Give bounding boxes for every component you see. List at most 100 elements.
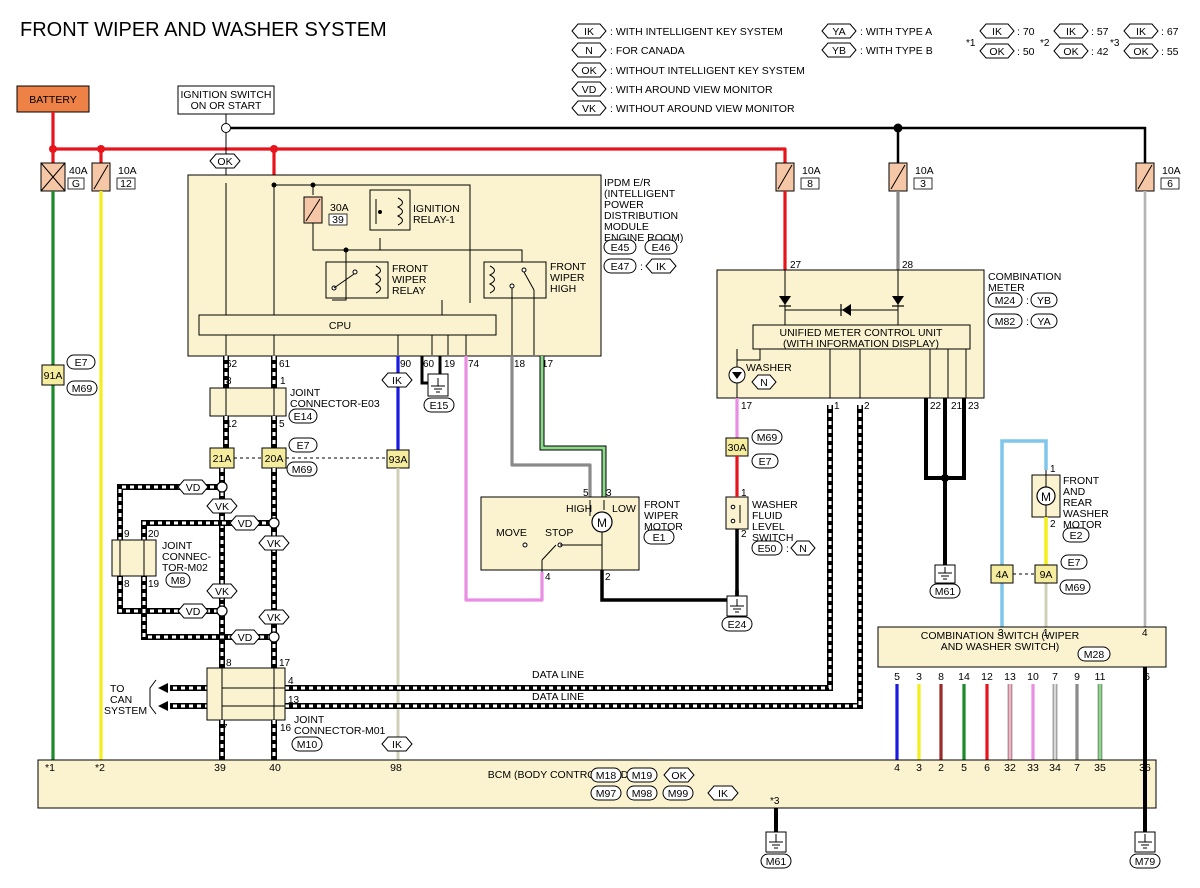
pin-number: 11 xyxy=(1095,671,1106,683)
pin-number: 7 xyxy=(1052,671,1058,683)
pin-number: 1 xyxy=(741,488,747,499)
bcm-pin-number: 39 xyxy=(214,762,226,774)
connector-id: E7 xyxy=(75,357,88,369)
legend-n: N : FOR CANADA xyxy=(571,42,685,58)
joint-label: JOINT xyxy=(294,714,325,726)
relay-label: RELAY xyxy=(392,285,426,297)
pin-number: 4 xyxy=(288,676,294,687)
connector-id: E1 xyxy=(653,532,666,544)
pin-number: 20 xyxy=(148,529,160,540)
ground-tag: E15 xyxy=(430,400,449,412)
legend-code: N xyxy=(585,45,593,57)
pin-number: 8 xyxy=(938,671,944,683)
code-tag: OK xyxy=(671,770,686,782)
pin-number: 4 xyxy=(545,572,551,583)
connector-id: M69 xyxy=(1065,582,1086,594)
ignition-label: ON OR START xyxy=(191,100,262,112)
bcm-pin-number: *2 xyxy=(95,762,105,774)
inline-tag: 93A xyxy=(389,454,408,466)
code-tag: VK xyxy=(267,612,281,624)
code-tag: IK xyxy=(392,375,402,387)
ignition-label: IGNITION SWITCH xyxy=(181,89,272,101)
legend-text: : WITH INTELLIGENT KEY SYSTEM xyxy=(610,26,783,38)
pin-number: 9 xyxy=(1074,671,1080,683)
code-tag: IK xyxy=(718,788,728,800)
washer-fluid-level-switch: 30A M69 E7 1 2 WASHER FLUID LEVEL SWITCH… xyxy=(725,429,816,556)
motor-stop-label: STOP xyxy=(545,527,573,539)
code-tag: IK xyxy=(392,739,402,751)
bcm-pin-number: 35 xyxy=(1094,762,1106,774)
pin-number: 2 xyxy=(741,529,747,540)
code-tag: VD xyxy=(186,482,201,494)
front-wiper-motor: FRONT WIPER MOTOR E1 HIGH LOW MOVE STOP … xyxy=(480,488,683,583)
ipdm-label: MODULE xyxy=(604,221,649,233)
fuse-amp: 10A xyxy=(802,165,821,177)
pin-number: 12 xyxy=(981,671,993,683)
inline-tag: 91A xyxy=(44,370,63,382)
battery: BATTERY xyxy=(16,85,90,113)
legend-ik: IK : WITH INTELLIGENT KEY SYSTEM xyxy=(571,23,783,39)
legend-code: VD xyxy=(582,84,597,96)
relay-label: WIPER xyxy=(392,274,427,286)
note-3: *3 IK : 67 OK : 55 xyxy=(1110,23,1179,59)
switch-label: FLUID xyxy=(752,510,783,522)
legend-text: : WITHOUT AROUND VIEW MONITOR xyxy=(610,103,795,115)
bcm-pin-number: 4 xyxy=(894,762,900,774)
connector-id: M82 xyxy=(995,316,1016,328)
umcu-label: UNIFIED METER CONTROL UNIT xyxy=(780,327,944,339)
relay-label: HIGH xyxy=(550,283,576,295)
ipdm-label: DISTRIBUTION xyxy=(604,210,678,222)
fuse-id: 39 xyxy=(332,214,344,226)
ipdm-label: POWER xyxy=(604,199,644,211)
pin-number: 27 xyxy=(790,260,802,271)
pin-number: 18 xyxy=(514,359,526,370)
bcm-pin-number: 6 xyxy=(984,762,990,774)
note-2: *2 IK : 57 OK : 42 xyxy=(1040,23,1109,59)
joint-label: CONNECTOR-M01 xyxy=(294,725,386,737)
connector-id: E7 xyxy=(759,456,772,468)
ground-m79: M79 xyxy=(1129,831,1161,869)
code-tag: VD xyxy=(238,632,253,644)
note-1: *1 IK : 70 OK : 50 xyxy=(966,23,1035,59)
pin-number: 62 xyxy=(226,359,238,370)
code-tag: YA xyxy=(1037,316,1050,328)
pin-number: 60 xyxy=(423,359,435,370)
connector-id: M10 xyxy=(297,739,318,751)
pin-number: 1 xyxy=(1050,464,1056,475)
ground-e15: E15 xyxy=(420,356,455,413)
joint-connector-e03: 8 1 12 5 JOINT CONNECTOR-E03 E14 xyxy=(209,376,380,430)
joint-label: JOINT xyxy=(162,540,193,552)
note-value: : 70 xyxy=(1017,26,1035,38)
connector-id: M8 xyxy=(171,575,186,587)
connector-id: M69 xyxy=(292,464,313,476)
legend-text: : FOR CANADA xyxy=(610,45,685,57)
switch-label: LEVEL xyxy=(752,521,785,533)
pin-number: 2 xyxy=(864,401,870,412)
connector-id: E47 xyxy=(611,261,630,273)
motor-high-label: HIGH xyxy=(566,503,592,515)
connector-id: M18 xyxy=(596,770,617,782)
note-mark: *2 xyxy=(1040,38,1050,49)
legend: IK : WITH INTELLIGENT KEY SYSTEM N : FOR… xyxy=(571,23,1179,116)
fuse-10a-6: 10A 6 xyxy=(1135,162,1181,192)
legend-yb: YB : WITH TYPE B xyxy=(821,42,933,58)
inline-connector-91a: 91A E7 M69 xyxy=(41,354,98,396)
legend-text: : WITH TYPE A xyxy=(860,26,932,38)
note-code: OK xyxy=(989,46,1004,58)
bcm-pin-number: 40 xyxy=(269,762,281,774)
note-value: : 55 xyxy=(1161,46,1179,58)
note-code: OK xyxy=(1063,46,1078,58)
pin-number: 10 xyxy=(1027,671,1039,683)
code-tag: VD xyxy=(186,606,201,618)
data-line-label: DATA LINE xyxy=(532,669,584,681)
pin-number: 4 xyxy=(1142,628,1148,639)
legend-code: YA xyxy=(832,26,845,38)
connector-id: M97 xyxy=(596,788,617,800)
cpu-label: CPU xyxy=(329,320,351,332)
washer-indicator-label: WASHER xyxy=(746,362,792,374)
meter-label: METER xyxy=(988,282,1025,294)
to-can-label: TO xyxy=(110,683,124,695)
ground-m61-bcm: M61 xyxy=(760,831,792,869)
inline-tag: 20A xyxy=(265,453,284,465)
joint-label: JOINT xyxy=(290,387,321,399)
